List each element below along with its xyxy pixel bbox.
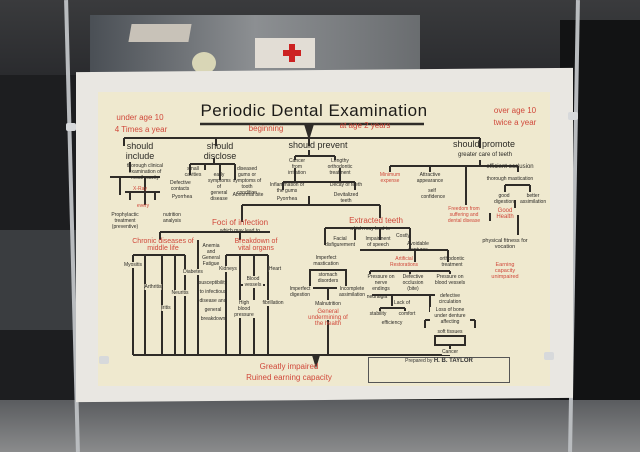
beginning-label: beginning (248, 124, 284, 133)
under-age-label: under age 10 (116, 113, 164, 122)
extracted-stability: stability (369, 311, 387, 317)
prevent-devitalized: Devitalized teeth (333, 192, 359, 204)
extracted-defective-occlusion: Defective occlusion (bite) (398, 274, 428, 292)
foci-chronic-diseases: Chronic diseases of middle life (132, 238, 194, 252)
extracted-bone-loss: Loss of bone under denture affecting (430, 307, 470, 325)
foci-subheading: which may lead to (219, 228, 261, 234)
include-heading: should include (125, 141, 155, 161)
extracted-imperfect-digestion: Imperfect digestion (287, 286, 313, 298)
disclose-defective-contacts: Defective contacts (170, 180, 191, 192)
extracted-artificial-restorations: Artificial Restorations (389, 256, 419, 268)
promote-better-assimilation: better assimilation (520, 193, 547, 205)
foci-anemia-fatigue: Anemia and General Fatigue (202, 243, 220, 267)
foci-high-blood-pressure: High blood pressure (233, 300, 255, 318)
foci-susceptibility: susceptibility to infectious disease and… (198, 280, 228, 322)
mount-clip (568, 112, 578, 120)
outcome-greatly-impaired: Greatly impaired (259, 362, 319, 371)
extracted-facial-disfigurement: Facial disfigurement (325, 236, 356, 248)
include-every: every (136, 203, 150, 209)
foci-diabetes: Diabetes (183, 269, 203, 275)
extracted-orthodontic: orthodontic treatment (439, 256, 465, 268)
include-nutrition: nutrition analysis (162, 212, 182, 224)
promote-attractive-appearance: Attractive appearance (416, 172, 444, 184)
extracted-avoidable-dentures: Avoidable dentures (407, 241, 429, 253)
prevent-lengthy-treatment: Lengthy orthodontic treatment (327, 158, 353, 176)
foci-iritis: Iritis (161, 305, 171, 311)
disclose-diseased-gums: diseased gums or symptoms of tooth condi… (232, 166, 262, 196)
promote-earning-capacity: Earning capacity unimpaired (491, 262, 519, 280)
mount-clip (99, 356, 109, 364)
extracted-stomach-disorders: stomach disorders (317, 272, 339, 284)
credit-box: Prepared by H. B. TAYLOR (368, 357, 510, 383)
under-age-frequency: 4 Times a year (114, 125, 168, 134)
promote-self-confidence: self confidence (421, 188, 446, 200)
foci-kidneys: Kidneys (219, 266, 237, 272)
over-age-label: over age 10 (493, 106, 537, 115)
mount-clip (66, 123, 76, 131)
floor (0, 400, 640, 452)
extracted-malnutrition: Malnutrition (315, 301, 341, 307)
extracted-costly: Costly (396, 233, 410, 239)
extracted-blood-vessel-pressure: Pressure on blood vessels (434, 274, 466, 286)
prevent-cancer: Cancer from irritation (288, 158, 306, 176)
prevent-inflammation: Inflammation of the gums (269, 182, 305, 194)
promote-subheading: greater care of teeth (457, 152, 513, 158)
disclose-abnormal-bite: Abnormal bite (232, 192, 264, 198)
extracted-subheading: which may lead to (349, 226, 391, 232)
foci-myositis: Myositis (123, 262, 143, 268)
extracted-speech: Impairment of speech (365, 236, 391, 248)
poster-title: Periodic Dental Examination (200, 101, 428, 120)
disclose-pyorrhea: Pyorrhea (171, 194, 193, 200)
credit-caption: Prepared by (405, 358, 433, 364)
extracted-heading: Extracted teeth (349, 216, 403, 225)
foci-breakdown-vital-organs: Breakdown of vital organs (234, 238, 278, 252)
mount-clip (544, 352, 554, 360)
promote-physical-fitness: physical fitness for vocation (482, 238, 528, 250)
promote-heading: should promote (452, 139, 516, 149)
promote-thorough-mastication: thorough mastication (486, 176, 534, 182)
background-red-cross-sign (255, 38, 315, 68)
credit-name: H. B. TAYLOR (433, 358, 473, 364)
foci-heading: Foci of infection (211, 218, 269, 227)
promote-freedom-from-suffering: Freedom from suffering and dental diseas… (447, 206, 481, 224)
extracted-lack-of: Lack of (393, 300, 411, 306)
disclose-heading: should disclose (203, 141, 237, 161)
extracted-efficiency: efficiency (381, 320, 403, 326)
include-prophylactic: Prophylactic treatment (preventive) (111, 212, 139, 230)
over-age-frequency: twice a year (493, 118, 537, 127)
extracted-general-undermining: General undermining of the health (308, 309, 348, 327)
promote-good-digestion: good digestion (494, 193, 515, 205)
extracted-imperfect-mastication: Imperfect mastication (313, 255, 339, 267)
extracted-nerve-pressure: Pressure on nerve endings (366, 274, 396, 292)
foci-fibrillation: fibrillation (262, 300, 284, 306)
extracted-comfort: comfort (398, 311, 416, 317)
prevent-decay: Decay of teeth (329, 182, 363, 188)
extracted-incomplete-assimilation: Incomplete assimilation (337, 286, 367, 298)
foci-neuritis: Neuritis (171, 290, 189, 296)
extracted-cancer: Cancer (441, 349, 459, 355)
promote-minimum-expense: Minimum expense (379, 172, 401, 184)
promote-efficient-occlusion: efficient occlusion (486, 164, 534, 170)
prevent-heading: should prevent (288, 140, 348, 150)
start-age-label: at age 2 years (339, 121, 391, 130)
extracted-soft-tissues: soft tissues (437, 329, 463, 335)
foci-blood-vessels: Blood vessels (243, 276, 263, 288)
include-xray: X-Ray (133, 186, 147, 192)
extracted-defective-circulation: defective circulation (435, 293, 465, 305)
disclose-small-cavities: small cavities (184, 166, 202, 178)
promote-good-health: Good Health (496, 208, 514, 220)
prevent-pyorrhea: Pyorrhea (276, 196, 298, 202)
disclose-early-symptoms: early symptoms of general disease (208, 172, 231, 202)
foci-heart: Heart (268, 266, 282, 272)
include-exam: thorough clinical examination of mouth c… (126, 163, 164, 181)
outcome-ruined-earning: Ruined earning capacity (246, 373, 332, 382)
extracted-neuralgia: neuralgia (366, 294, 388, 300)
foci-arthritis: Arthritis (144, 284, 162, 290)
background-clock (192, 52, 216, 74)
